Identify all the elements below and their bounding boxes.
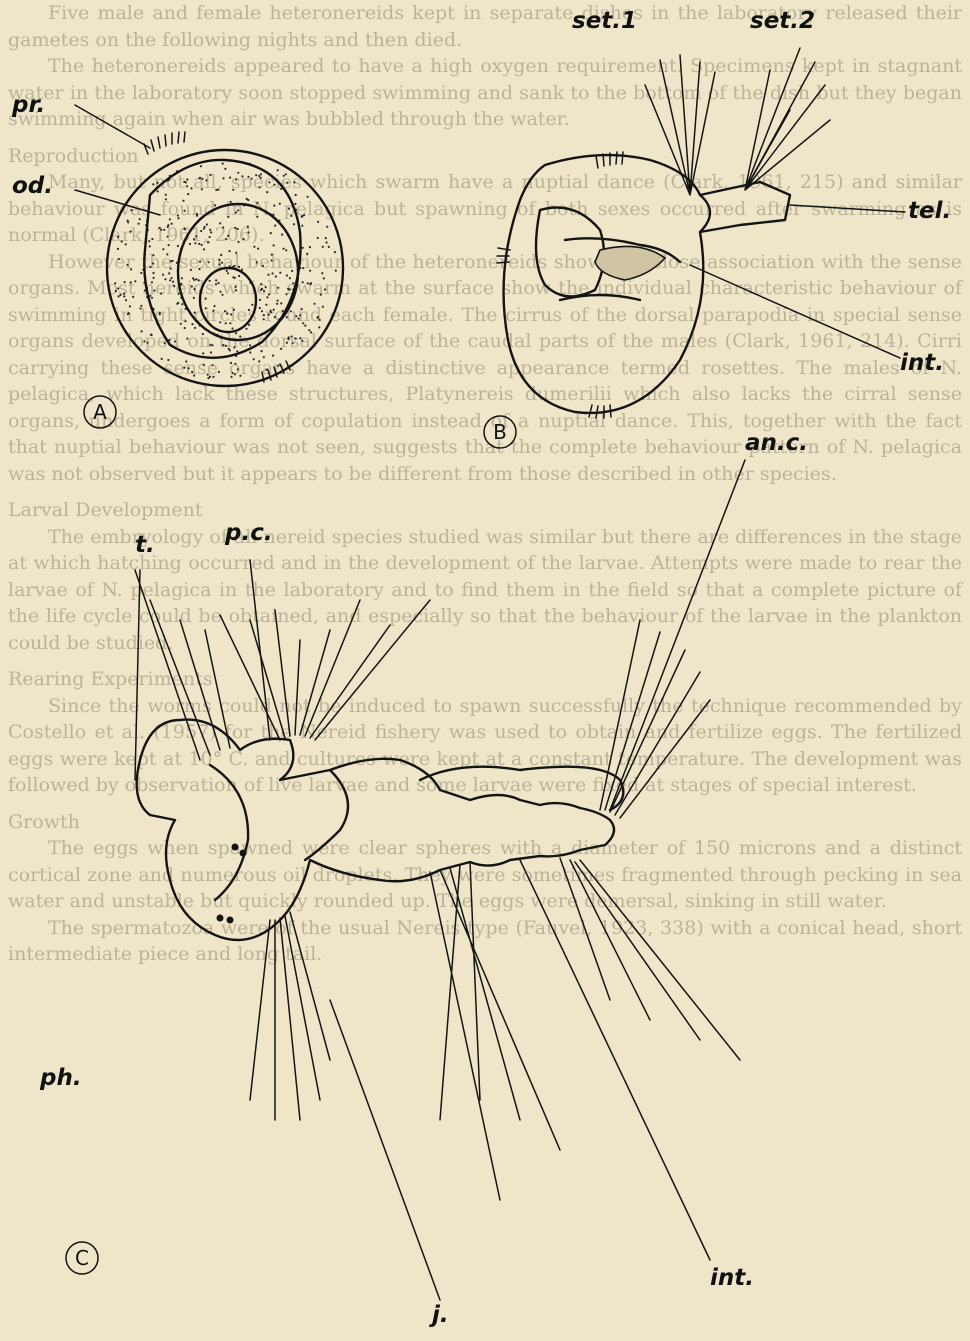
larva-c-eye-4 xyxy=(227,917,234,924)
label-int-c: int. xyxy=(710,1265,754,1291)
egg-nucleus xyxy=(200,268,256,332)
parapodial-setae-lower xyxy=(430,862,560,1200)
larva-c-segment-fold xyxy=(305,770,348,860)
larva-b-cilia-left xyxy=(497,248,510,263)
larva-c-eye-3 xyxy=(217,915,224,922)
parapodial-setae-lower-right xyxy=(560,858,740,1060)
pr-pointer xyxy=(75,105,150,148)
oocyte-body xyxy=(144,160,300,358)
panel-b-letter: B xyxy=(493,420,507,444)
pc-pointer xyxy=(250,560,270,740)
parapodial-setae-upper xyxy=(220,600,430,740)
label-od: od. xyxy=(12,173,53,199)
setae-bundle-2 xyxy=(745,48,830,190)
label-j: j. xyxy=(429,1302,449,1328)
larva-c-head-line xyxy=(210,765,248,900)
parapodial-setae-right xyxy=(600,620,710,818)
label-anc: an.c. xyxy=(745,430,808,456)
label-int-b: int. xyxy=(900,350,944,376)
label-set2: set.2 xyxy=(750,8,815,34)
larva-b-eye-region xyxy=(536,208,604,297)
tentacle-setae xyxy=(135,570,230,760)
egg-cilia-top xyxy=(144,132,185,154)
larva-b-telotroch-fold xyxy=(700,195,710,232)
label-tel: tel. xyxy=(908,198,951,224)
panel-a-egg-drawing: pr. od. A xyxy=(11,92,343,428)
larva-c-eye-1 xyxy=(232,844,239,851)
panel-c-letter: C xyxy=(75,1246,89,1270)
label-ph: ph. xyxy=(39,1065,82,1091)
panel-b-trochophore-drawing: set.1 set.2 tel. int. B xyxy=(484,8,951,448)
label-t: t. xyxy=(135,532,155,558)
od-pointer xyxy=(75,190,160,215)
label-pc: p.c. xyxy=(224,520,273,546)
t-pointer xyxy=(135,570,140,780)
larva-b-stomach-stipple xyxy=(595,246,665,280)
label-pr: pr. xyxy=(11,92,45,118)
panel-a-letter: A xyxy=(93,400,107,424)
panel-c-nectochaete-drawing: t. p.c. an.c. ph. int. j. C xyxy=(39,430,808,1328)
larva-c-anal-cirrus-fold xyxy=(420,767,623,810)
larva-c-eye-2 xyxy=(240,850,247,857)
j-pointer xyxy=(330,1000,440,1300)
tel-pointer xyxy=(790,205,905,212)
pharynx-setae xyxy=(250,912,330,1120)
anc-pointer xyxy=(610,460,745,810)
label-set1: set.1 xyxy=(572,8,637,34)
int-pointer-b xyxy=(690,265,900,358)
larva-b-body xyxy=(504,155,790,413)
